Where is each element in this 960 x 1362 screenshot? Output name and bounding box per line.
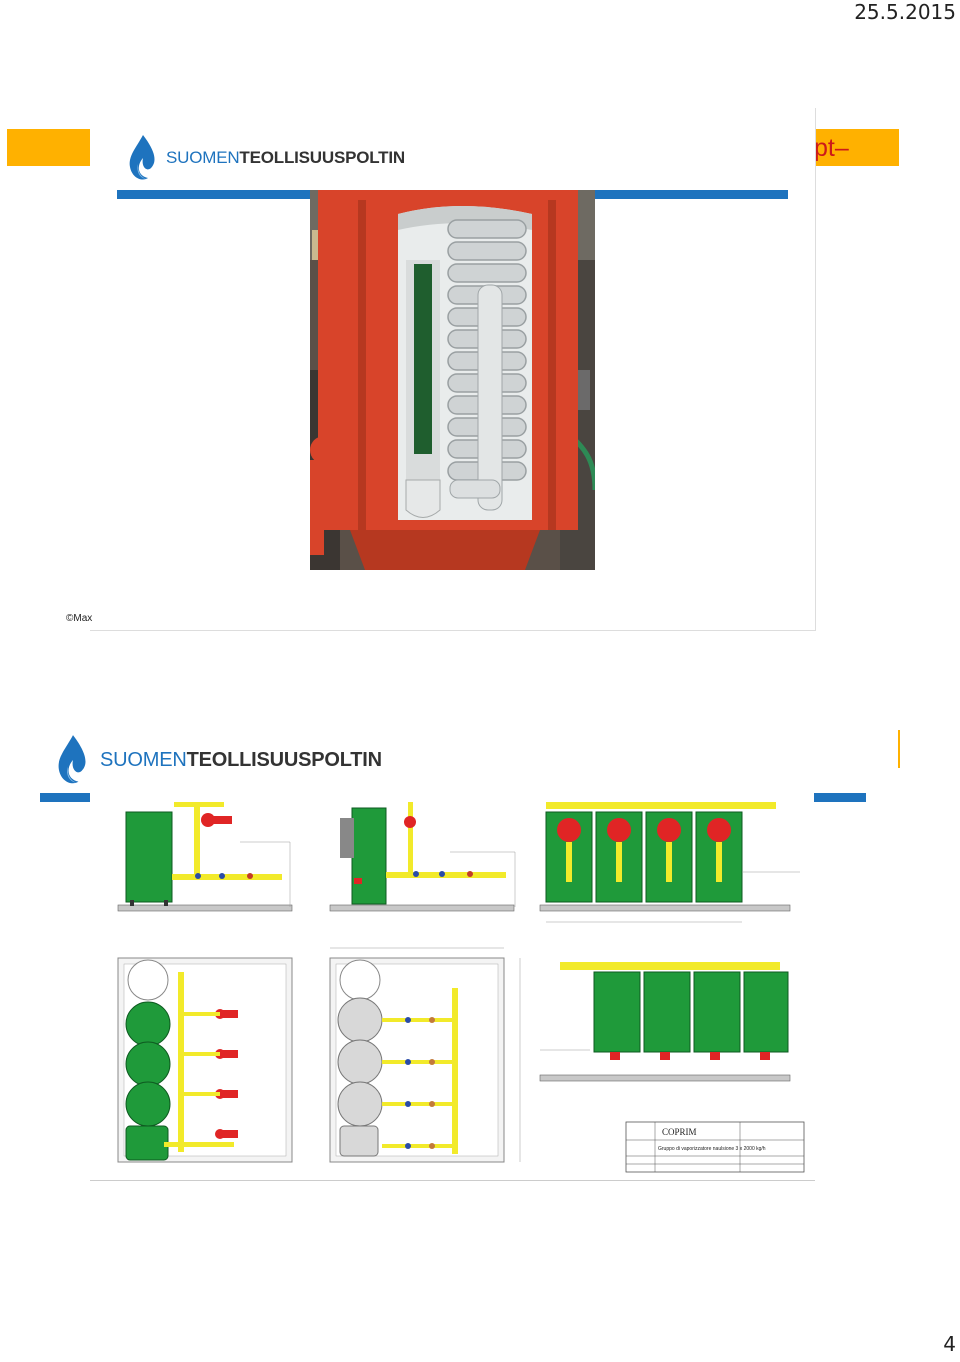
- slide1-logo: SUOMENTEOLLISUUSPOLTIN: [126, 134, 405, 182]
- header-date: 25.5.2015: [854, 0, 956, 24]
- slide1-title-fragment: pt–: [814, 134, 849, 162]
- logo-text-part2: TEOLLISUUSPOLTIN: [239, 148, 405, 167]
- slide1: SUOMENTEOLLISUUSPOLTIN: [90, 108, 816, 631]
- plan-view-2: [329, 947, 521, 1163]
- slide2-logo: SUOMENTEOLLISUUSPOLTIN: [52, 734, 382, 786]
- slide1-blue-line-right: [595, 190, 788, 199]
- slide2-blue-line-left: [40, 793, 92, 802]
- vaporizer-cutaway-photo: [310, 190, 595, 570]
- flame-logo-icon: [58, 735, 86, 784]
- title-block-description: Gruppo di vaporizzatore naulsione 3 x 20…: [658, 1146, 766, 1152]
- plan-view-1: [117, 957, 293, 1163]
- logo-text-part2: TEOLLISUUSPOLTIN: [186, 748, 383, 771]
- title-block: COPRIM Gruppo di vaporizzatore naulsione…: [625, 1121, 805, 1173]
- slide1-blue-line-left: [117, 190, 310, 199]
- page-number: 4: [943, 1332, 956, 1356]
- title-block-company: COPRIM: [662, 1127, 697, 1137]
- logo-text-part1: SUOMEN: [100, 748, 187, 771]
- slide1-copyright: ©Max: [66, 613, 93, 624]
- slide2-blue-line-right: [814, 793, 866, 802]
- side-view: [539, 962, 791, 1082]
- slide2: SUOMENTEOLLISUUSPOLTIN: [40, 720, 866, 1182]
- elevation-view-2: [329, 802, 516, 912]
- slide2-bottom-border: [90, 1180, 815, 1181]
- vaporizer-group-technical-drawing: COPRIM Gruppo di vaporizzatore naulsione…: [90, 782, 810, 1178]
- elevation-view-3: [539, 802, 800, 923]
- flame-logo-icon: [129, 135, 155, 180]
- slide2-right-tick: [898, 730, 900, 768]
- elevation-view-1: [117, 802, 293, 912]
- logo-text-part1: SUOMEN: [166, 148, 240, 167]
